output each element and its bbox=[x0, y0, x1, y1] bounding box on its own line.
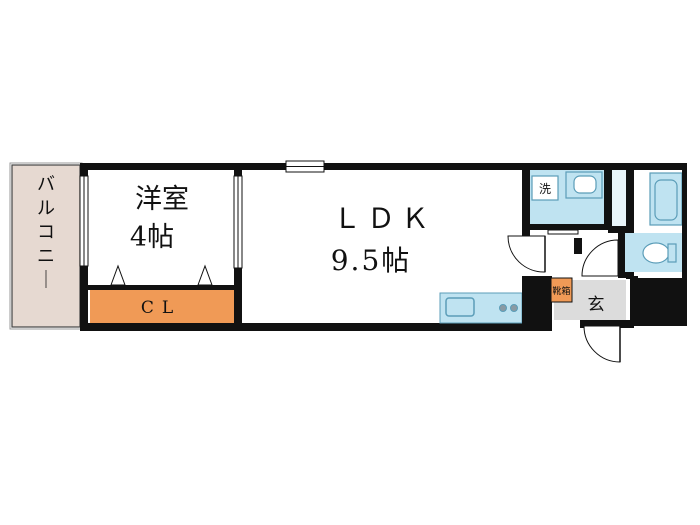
closet-wall bbox=[88, 285, 234, 290]
wall-top bbox=[80, 163, 630, 170]
closet-door-left bbox=[110, 264, 126, 286]
wall-bath-left bbox=[604, 170, 612, 230]
wall-wet-left-upper bbox=[522, 170, 530, 242]
wall-bath-right bbox=[682, 170, 687, 230]
balcony-label-char: ル bbox=[37, 198, 55, 219]
western-room: 洋室 4帖 bbox=[130, 184, 189, 253]
basin-bowl-icon bbox=[573, 175, 597, 194]
stove-burner-icon bbox=[510, 304, 518, 312]
ldk-door-swing bbox=[507, 235, 546, 273]
washer-label: 洗 bbox=[539, 182, 551, 196]
ldk-name: ＬＤＫ bbox=[333, 202, 435, 235]
balcony-label-char: ニ bbox=[37, 246, 55, 267]
shoe-box bbox=[550, 277, 573, 303]
wall-right-upper bbox=[626, 163, 634, 279]
wall-toilet-left bbox=[618, 233, 625, 278]
door-swings bbox=[507, 235, 619, 277]
western-room-name: 洋室 bbox=[135, 184, 189, 215]
washer-box bbox=[531, 175, 559, 201]
wall-stub bbox=[574, 238, 582, 254]
balcony-area bbox=[11, 164, 81, 328]
closet-door-right bbox=[197, 264, 213, 286]
wall-washroom-bottom bbox=[530, 224, 608, 230]
kitchen-sink-icon bbox=[445, 297, 475, 317]
bathroom bbox=[612, 170, 683, 226]
western-room-size: 4帖 bbox=[130, 222, 174, 253]
closet-area bbox=[90, 290, 234, 323]
entrance: 靴箱 玄 bbox=[550, 277, 626, 363]
wall-mass-right bbox=[634, 278, 687, 326]
balcony-label-char: コ bbox=[37, 222, 55, 243]
toilet-door-swing bbox=[581, 239, 619, 277]
entrance-door-swing bbox=[583, 325, 621, 363]
balcony-label-char: ｜ bbox=[37, 270, 55, 291]
wet-area-walls bbox=[522, 170, 634, 331]
top-window bbox=[285, 160, 325, 173]
wall-bath-bottom bbox=[608, 226, 634, 233]
wall-bath-top bbox=[626, 163, 687, 170]
balcony bbox=[9, 162, 83, 330]
wall-bottom bbox=[80, 323, 530, 331]
wall-toilet-right bbox=[682, 226, 687, 326]
kitchen bbox=[439, 292, 523, 324]
partition-western-ldk bbox=[233, 170, 243, 328]
bath-gap bbox=[612, 170, 626, 226]
balcony-label-char: バ bbox=[37, 174, 55, 195]
closet-label: CL bbox=[141, 298, 181, 318]
wall-toilet-bottom bbox=[618, 272, 634, 278]
balcony-window bbox=[79, 175, 89, 267]
bath-floor bbox=[612, 170, 626, 226]
washroom: 洗 bbox=[530, 170, 604, 224]
bathtub-basin-icon bbox=[654, 179, 678, 221]
stove-burner-icon bbox=[499, 304, 507, 312]
ldk: ＬＤＫ 9.5帖 bbox=[331, 202, 435, 277]
balcony-label: バルコニ ｜ bbox=[37, 174, 55, 291]
toilet-tank-icon bbox=[667, 243, 677, 263]
entrance-label: 玄 bbox=[588, 295, 605, 315]
washroom-door-track bbox=[547, 229, 579, 235]
wall-wet-left-lower bbox=[522, 276, 552, 331]
closet: CL bbox=[88, 264, 234, 323]
ldk-size: 9.5帖 bbox=[331, 244, 412, 277]
wall-entrance-bottom bbox=[580, 320, 634, 328]
toilet-bowl-icon bbox=[642, 242, 670, 264]
toilet-room bbox=[625, 226, 687, 326]
shoe-box-label: 靴箱 bbox=[552, 285, 570, 297]
